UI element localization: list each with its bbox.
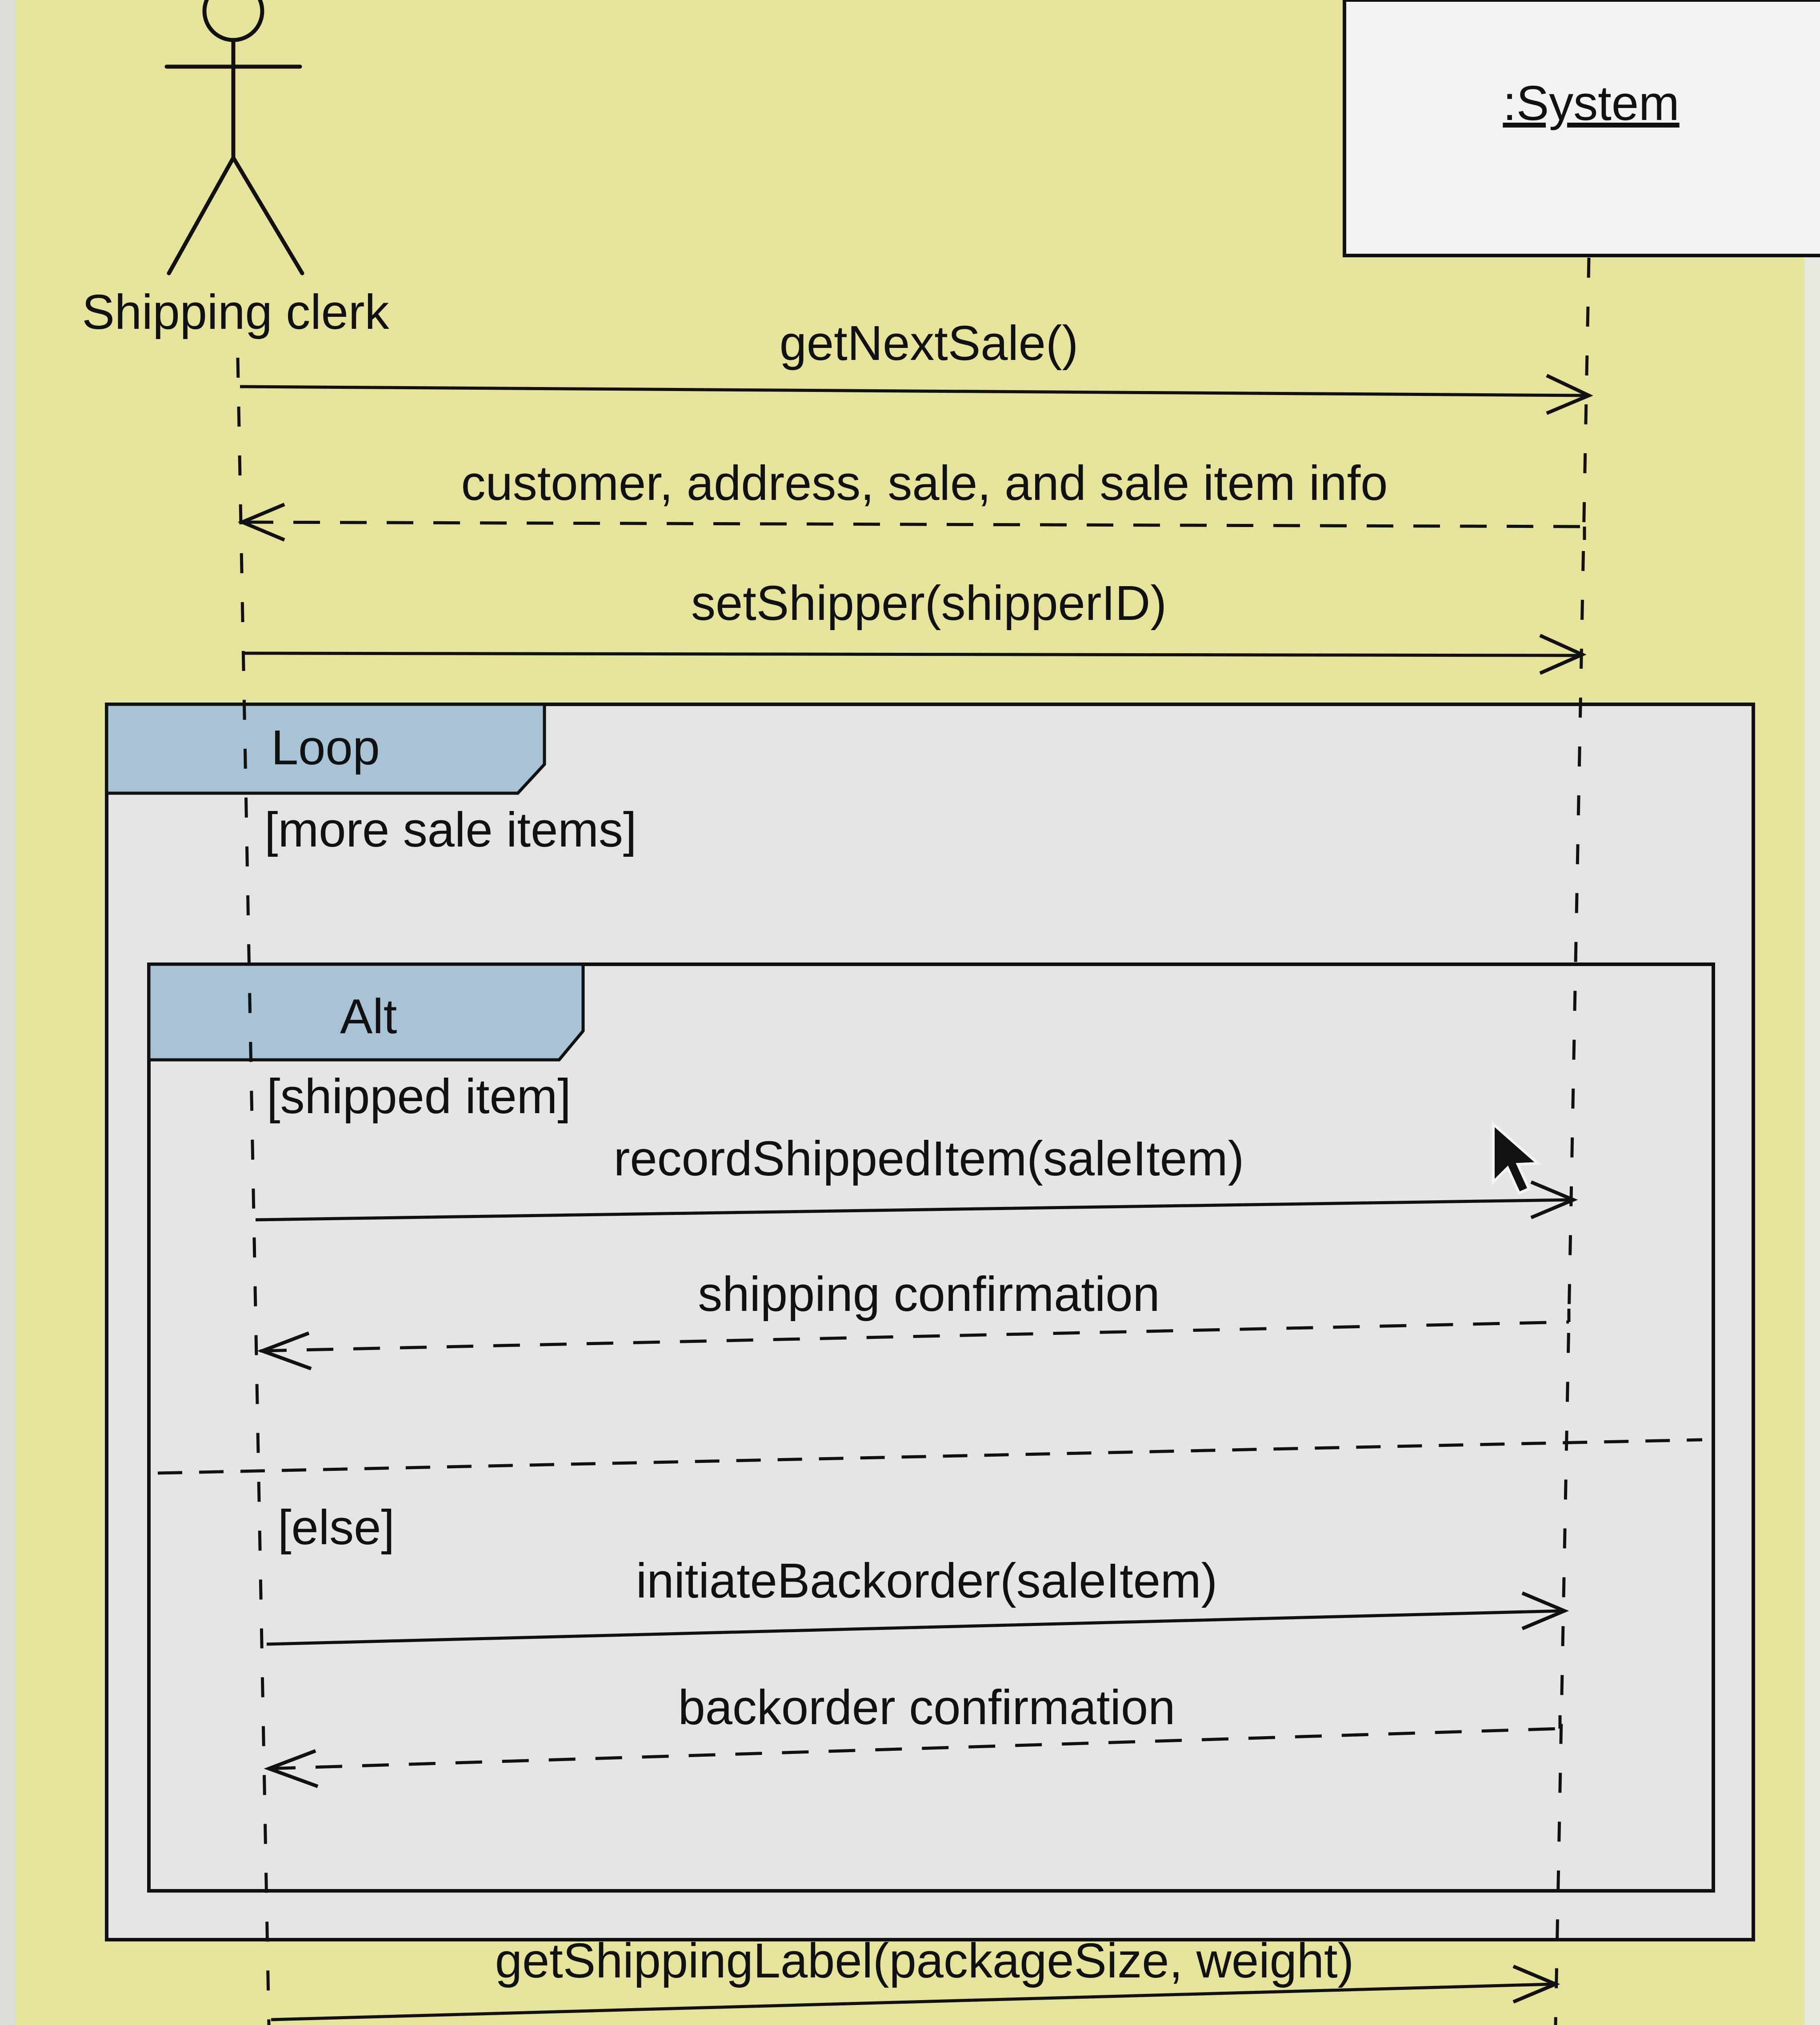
loop-operator: Loop (271, 720, 380, 775)
system-lifeline (1554, 257, 1591, 2025)
actor-name: Shipping clerk (82, 285, 390, 339)
alt-guard-else: [else] (278, 1500, 395, 1555)
arrowhead-initiatebackorder (1521, 1591, 1569, 1630)
message-arrow-getshippinglabel (271, 1982, 1554, 2021)
loop-guard: [more sale items] (264, 803, 636, 857)
message-label-setshipper: setShipper(shipperID) (691, 576, 1167, 631)
page-margin-right (1804, 0, 1820, 2025)
message-label-getshippinglabel: getShippingLabel(packageSize, weight) (495, 1933, 1354, 1988)
system-object-name: :System (1503, 76, 1679, 131)
message-label-recordshippeditem: recordShippedItem(saleItem) (614, 1131, 1244, 1186)
arrowhead-shipping-confirmation (257, 1331, 312, 1370)
alt-operand-separator (157, 1438, 1703, 1475)
actor-lifeline (236, 357, 271, 2025)
alt-frame (147, 963, 1715, 1893)
page-margin-left (0, 0, 16, 2025)
message-arrow-initiatebackorder (266, 1609, 1563, 1646)
message-label-initiatebackorder: initiateBackorder(saleItem) (636, 1554, 1217, 1608)
return-arrow-shipping-confirmation (260, 1320, 1569, 1353)
arrowhead-getshippinglabel (1512, 1965, 1560, 2004)
message-arrow-setshipper (242, 651, 1580, 657)
stick-figure-icon (164, 0, 304, 276)
arrowhead-backorder-confirmation (264, 1749, 319, 1788)
alt-guard-shipped: [shipped item] (267, 1069, 571, 1124)
mouse-cursor-icon (1492, 1121, 1541, 1195)
arrowhead-recordshippeditem (1530, 1180, 1578, 1219)
message-label-customer-info: customer, address, sale, and sale item i… (461, 456, 1388, 511)
message-label-shipping-confirmation: shipping confirmation (698, 1267, 1160, 1322)
arrowhead-getnextsale (1546, 374, 1593, 415)
return-arrow-customer-info (246, 520, 1585, 528)
loop-frame-tab (105, 703, 546, 795)
arrowhead-customer-info (237, 503, 285, 542)
alt-operator: Alt (340, 989, 397, 1044)
message-arrow-getnextsale (240, 385, 1587, 395)
message-label-getnextsale: getNextSale() (780, 316, 1079, 371)
return-arrow-backorder-confirmation (268, 1727, 1560, 1770)
message-arrow-recordshippeditem (255, 1198, 1572, 1222)
alt-frame-tab (147, 963, 585, 1062)
system-object-box (1343, 0, 1820, 257)
arrowhead-setshipper (1539, 634, 1587, 675)
message-label-backorder-confirmation: backorder confirmation (678, 1680, 1176, 1735)
